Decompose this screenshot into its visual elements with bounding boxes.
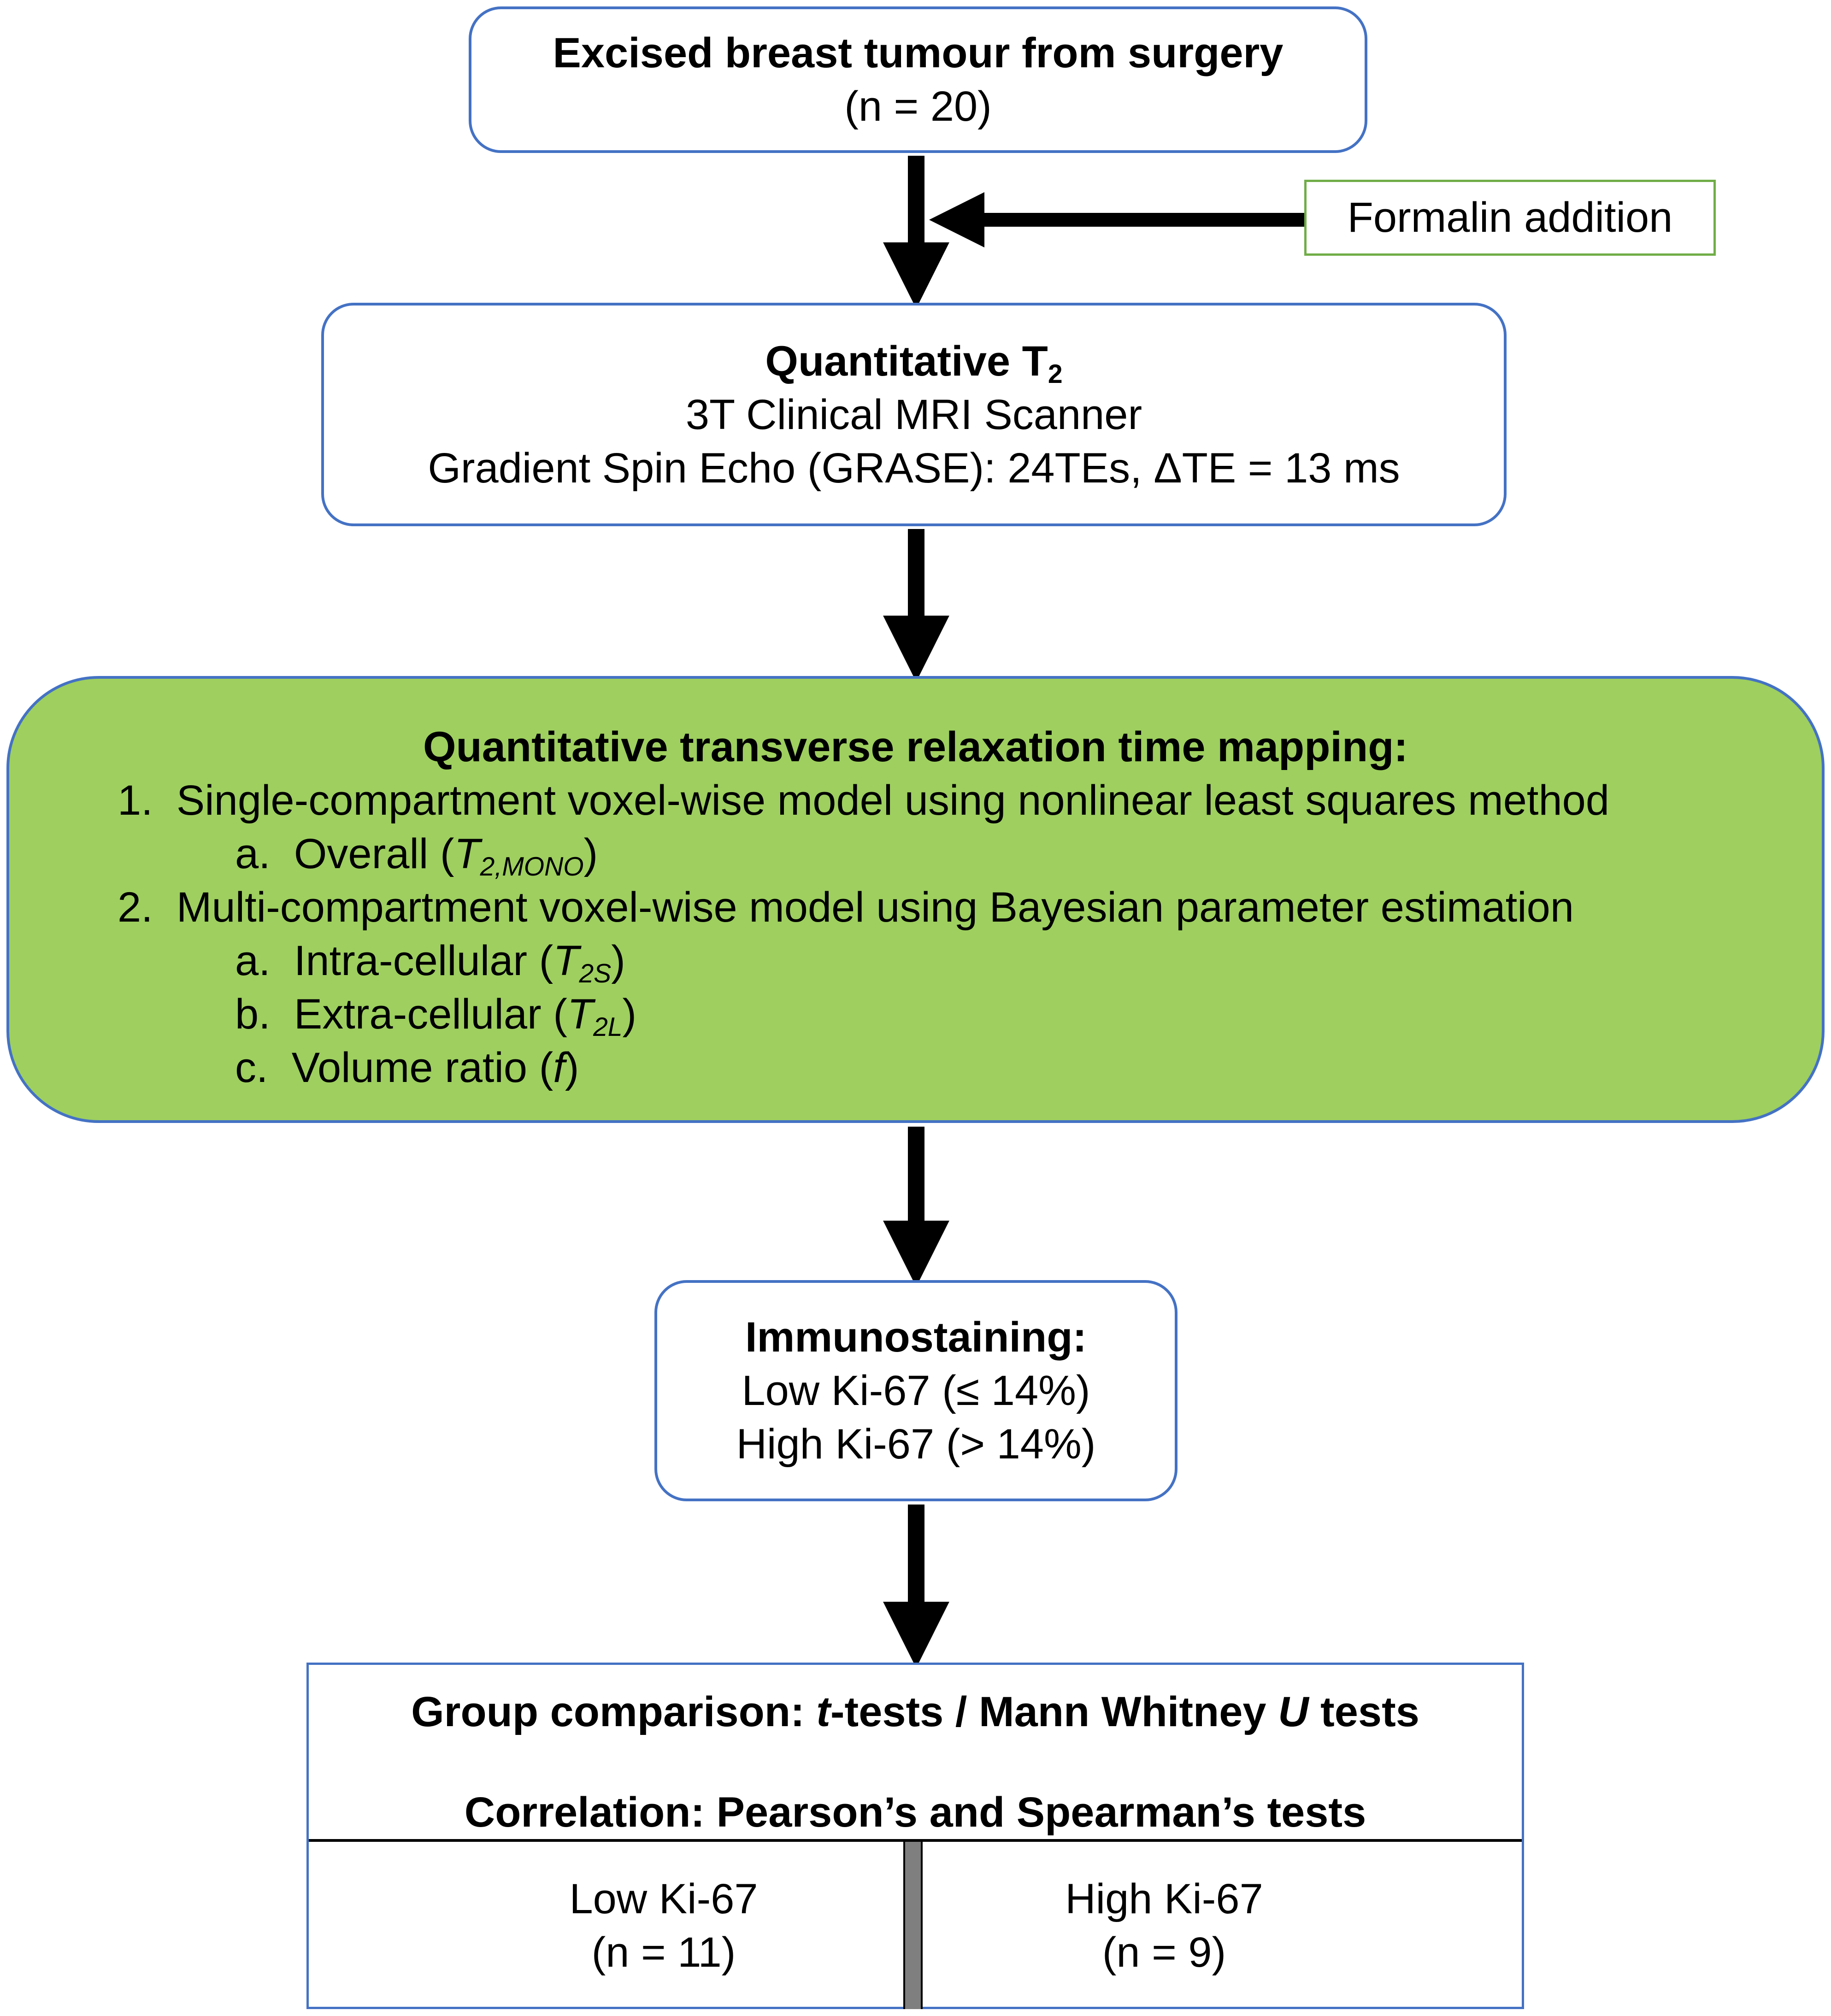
statistics-box: Group comparison: t-tests / Mann Whitney… bbox=[306, 1663, 1524, 2009]
low-ki67-label: Low Ki-67 bbox=[569, 1875, 758, 1922]
formalin-addition-box: Formalin addition bbox=[1304, 180, 1716, 256]
excised-tumour-title: Excised breast tumour from surgery bbox=[553, 29, 1283, 76]
high-ki67-label: High Ki-67 bbox=[1065, 1875, 1263, 1922]
method-item-1a: a. Overall (T2,MONO) bbox=[235, 830, 598, 882]
formalin-addition-label: Formalin addition bbox=[1347, 194, 1673, 241]
high-ki67-count: (n = 9) bbox=[1102, 1928, 1226, 1976]
excised-tumour-box: Excised breast tumour from surgery (n = … bbox=[469, 6, 1367, 153]
high-ki67-group: High Ki-67 (n = 9) bbox=[922, 1842, 1522, 2009]
quantitative-t2-box: Quantitative T2 3T Clinical MRI Scanner … bbox=[321, 303, 1507, 526]
relaxation-mapping-title: Quantitative transverse relaxation time … bbox=[423, 723, 1408, 770]
quantitative-t2-title: Quantitative T2 bbox=[765, 337, 1063, 389]
high-ki67-threshold: High Ki-67 (> 14%) bbox=[736, 1421, 1096, 1468]
method-item-2b: b. Extra-cellular (T2L) bbox=[235, 991, 637, 1042]
low-ki67-threshold: Low Ki-67 (≤ 14%) bbox=[742, 1367, 1090, 1414]
correlation-line: Correlation: Pearson’s and Spearman’s te… bbox=[464, 1789, 1366, 1836]
sequence-line: Gradient Spin Echo (GRASE): 24TEs, ΔTE =… bbox=[428, 444, 1400, 492]
immunostaining-title: Immunostaining: bbox=[745, 1314, 1087, 1361]
statistics-divider bbox=[309, 1839, 1522, 1842]
low-ki67-group: Low Ki-67 (n = 11) bbox=[309, 1842, 903, 2009]
immunostaining-box: Immunostaining: Low Ki-67 (≤ 14%) High K… bbox=[654, 1280, 1177, 1501]
group-separator bbox=[903, 1842, 923, 2009]
method-item-2c: c. Volume ratio (f) bbox=[235, 1044, 579, 1091]
method-item-2: 2. Multi-compartment voxel-wise model us… bbox=[118, 884, 1574, 931]
low-ki67-count: (n = 11) bbox=[591, 1928, 736, 1976]
scanner-line: 3T Clinical MRI Scanner bbox=[685, 391, 1142, 438]
statistics-header: Group comparison: t-tests / Mann Whitney… bbox=[309, 1665, 1522, 1839]
relaxation-mapping-box: Quantitative transverse relaxation time … bbox=[6, 676, 1825, 1123]
method-item-2a: a. Intra-cellular (T2S) bbox=[235, 937, 625, 988]
excised-tumour-count: (n = 20) bbox=[844, 83, 992, 130]
method-item-1: 1. Single-compartment voxel-wise model u… bbox=[118, 777, 1609, 824]
t2-subscript: 2 bbox=[1048, 359, 1063, 389]
group-comparison-line: Group comparison: t-tests / Mann Whitney… bbox=[411, 1688, 1419, 1735]
